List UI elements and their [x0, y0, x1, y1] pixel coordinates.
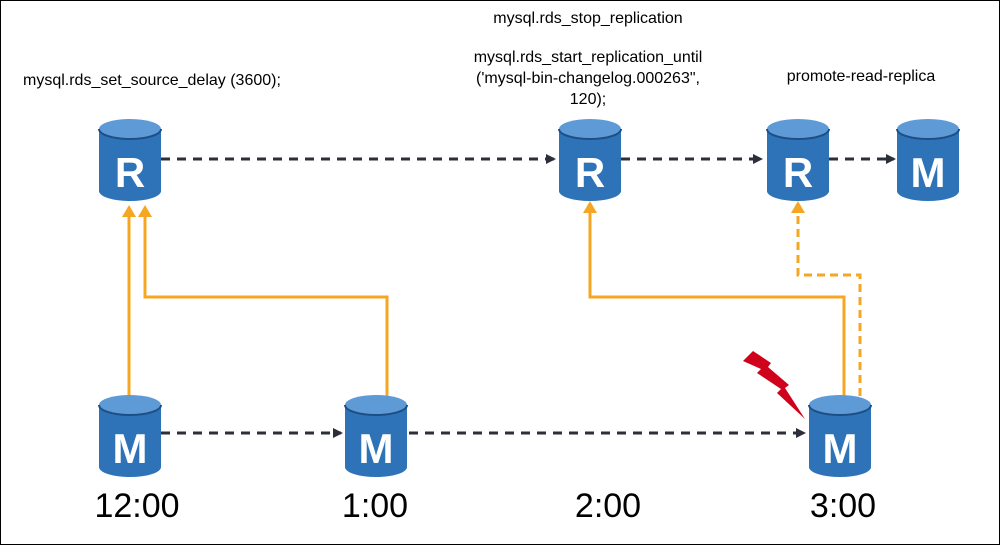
replication-arrow-100: [143, 209, 389, 396]
source-db-1200-letter: M: [113, 425, 148, 472]
start-replication-until-label-line2: ('mysql-bin-changelog.000263",: [476, 70, 700, 87]
replica-db-2-letter: R: [575, 149, 605, 196]
replica-db-1: R: [98, 119, 162, 201]
replication-arrowhead-100: [138, 205, 152, 217]
replication-arrow-300: [588, 205, 846, 396]
replica-db-2: R: [558, 119, 622, 201]
replica-db-3: R: [766, 119, 830, 201]
replication-arrow-300-dashed: [796, 205, 862, 396]
time-label-1200: 12:00: [94, 487, 179, 525]
time-label-300: 3:00: [810, 487, 876, 525]
set-source-delay-label: mysql.rds_set_source_delay (3600);: [23, 72, 281, 89]
source-db-100-letter: M: [359, 425, 394, 472]
start-replication-until-label-line3: 120);: [570, 91, 606, 108]
stop-replication-label: mysql.rds_stop_replication: [493, 10, 682, 27]
time-label-200: 2:00: [575, 487, 641, 525]
source-db-1200: M: [98, 395, 162, 477]
replication-arrowhead-1200: [122, 205, 136, 217]
start-replication-until-label-line1: mysql.rds_start_replication_until: [474, 49, 703, 66]
source-db-300: M: [808, 395, 872, 477]
promoted-source-db: M: [896, 119, 960, 201]
replication-arrowhead-300: [583, 201, 597, 213]
promoted-source-db-letter: M: [911, 149, 946, 196]
lightning-bolt-icon: [743, 351, 805, 419]
replica-db-1-letter: R: [115, 149, 145, 196]
source-db-300-letter: M: [823, 425, 858, 472]
promote-read-replica-label: promote-read-replica: [787, 68, 936, 85]
replication-arrowhead-300-dashed: [791, 201, 805, 213]
source-db-100: M: [344, 395, 408, 477]
time-label-100: 1:00: [342, 487, 408, 525]
replica-db-3-letter: R: [783, 149, 813, 196]
